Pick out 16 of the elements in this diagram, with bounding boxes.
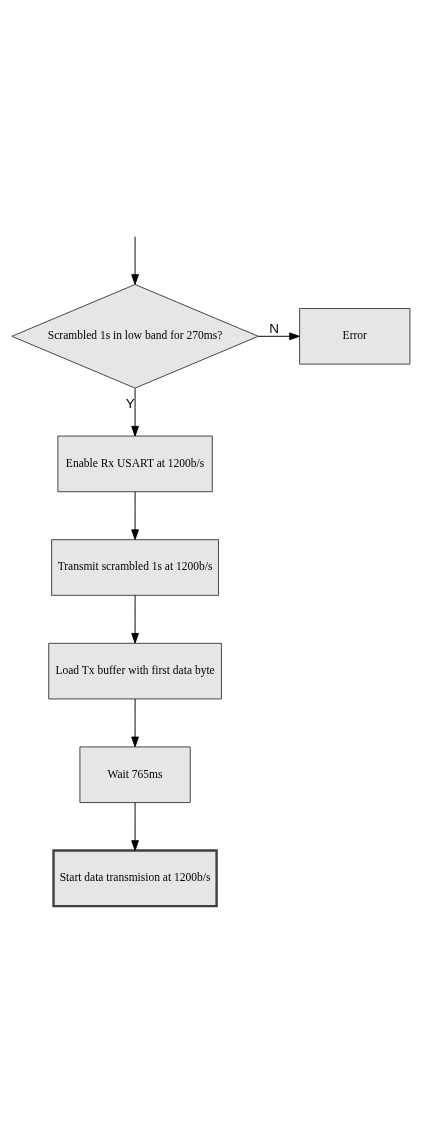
node-diamond: Scrambled 1s in low band for 270ms? [11,283,259,389]
arrow [131,801,139,851]
node-box: Transmit scrambled 1s at 1200b/s [51,538,219,596]
node-box: Enable Rx USART at 1200b/s [57,435,213,492]
node-box: Wait 765ms [79,745,191,803]
node-box: Start data transmision at 1200b/s [52,848,218,907]
node-box: Load Tx buffer with first data byte [48,642,222,699]
edge-label: N [269,320,279,336]
edge-label: Y [125,395,135,411]
arrow [257,331,300,340]
node-box: Error [299,307,411,365]
arrow [131,490,139,540]
arrow [131,387,139,436]
arrow [131,594,139,644]
arrow [131,698,139,747]
arrow [131,235,139,285]
